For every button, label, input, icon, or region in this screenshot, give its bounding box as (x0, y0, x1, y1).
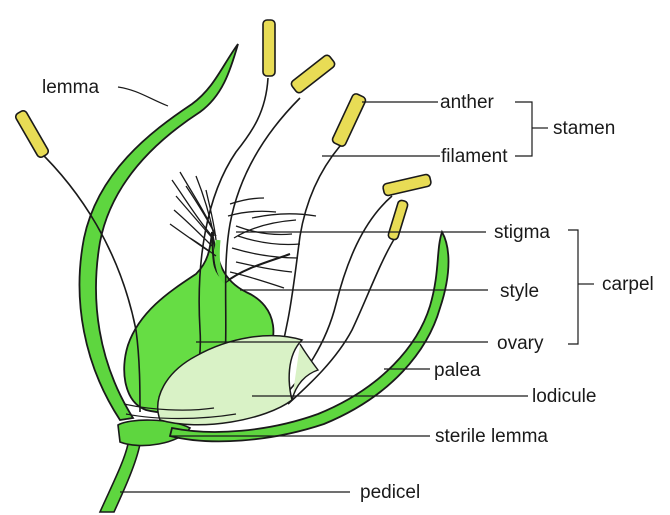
anther-2 (263, 20, 275, 76)
label-ovary: ovary (497, 333, 544, 354)
anther-1 (14, 109, 49, 158)
label-stigma: stigma (494, 222, 550, 243)
label-lodicule: lodicule (532, 386, 596, 407)
label-style: style (500, 281, 539, 302)
label-pedicel: pedicel (360, 482, 420, 503)
anthers (14, 20, 431, 241)
label-stamen: stamen (553, 118, 615, 139)
anther-3 (290, 54, 336, 95)
anther-6 (387, 199, 408, 240)
anther-5 (382, 174, 431, 196)
label-anther: anther (440, 92, 495, 113)
label-carpel: carpel (602, 274, 654, 295)
anther-4 (331, 93, 367, 148)
label-lemma: lemma (42, 77, 99, 98)
pedicel-shape (100, 444, 140, 512)
label-filament: filament (441, 146, 508, 167)
label-sterile-lemma: sterile lemma (435, 426, 548, 447)
label-palea: palea (434, 360, 481, 381)
